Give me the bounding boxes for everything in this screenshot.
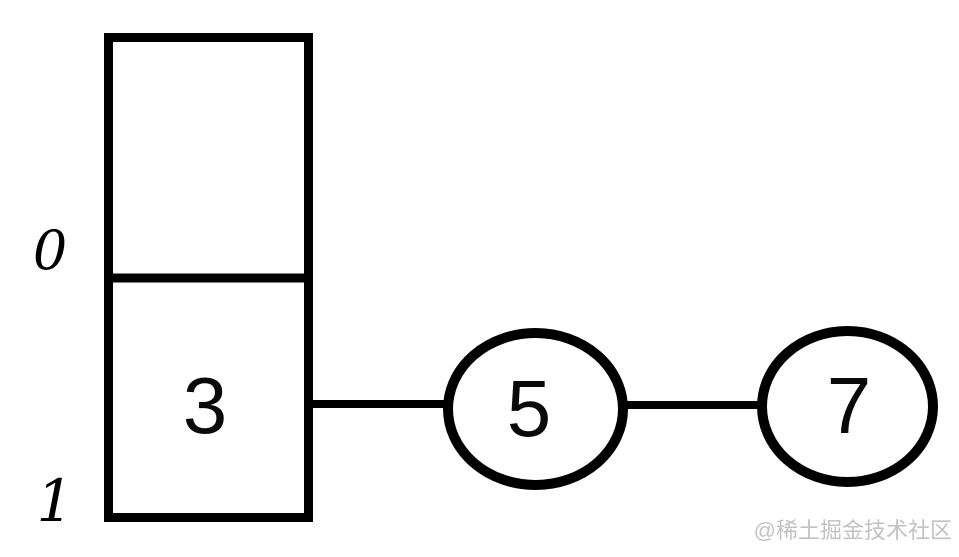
node-7-circle bbox=[757, 326, 938, 487]
node-7-label: 7 bbox=[827, 361, 872, 450]
bucket-1-index-label: 1 bbox=[37, 467, 74, 535]
watermark-text: @稀土掘金技术社区 bbox=[754, 518, 952, 543]
bucket-1-value: 3 bbox=[183, 361, 228, 450]
bucket-0-index-label: 0 bbox=[33, 219, 67, 282]
node-5-label: 5 bbox=[507, 364, 552, 453]
